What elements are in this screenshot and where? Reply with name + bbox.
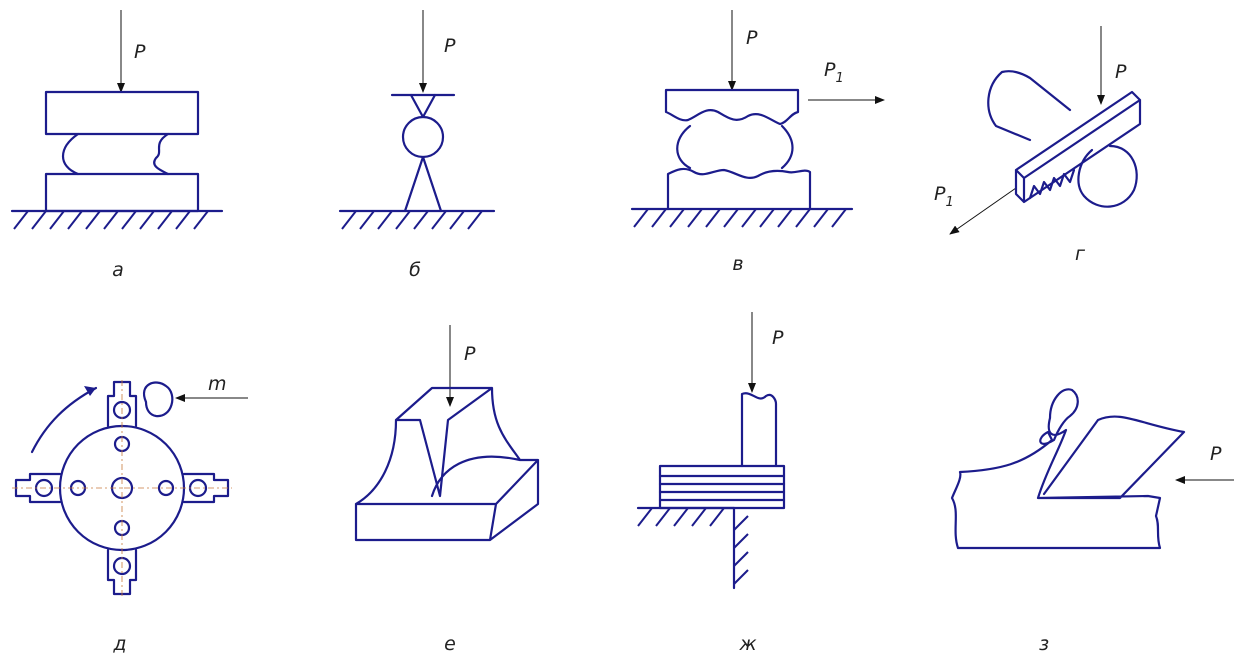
ground-hatch bbox=[633, 208, 847, 228]
rotation-arrowhead bbox=[84, 386, 96, 396]
lower-jaw bbox=[666, 167, 812, 211]
caption: б bbox=[409, 259, 421, 281]
ball-specimen bbox=[401, 115, 445, 159]
hole bbox=[157, 479, 175, 497]
caption: в bbox=[732, 253, 743, 275]
side-force-arrow bbox=[949, 187, 1017, 235]
caption: д bbox=[112, 633, 126, 655]
layered-stack bbox=[658, 464, 786, 510]
caption: з bbox=[1039, 633, 1049, 655]
panel-a: P а bbox=[10, 10, 224, 281]
panel-e: P е bbox=[354, 325, 540, 655]
force-label: P bbox=[772, 327, 784, 349]
bar-teeth bbox=[1028, 168, 1076, 200]
force-label: P bbox=[134, 41, 146, 63]
upper-knife bbox=[740, 392, 778, 468]
force-label: P bbox=[444, 35, 456, 57]
panel-d: m д bbox=[12, 373, 248, 655]
stack-layers bbox=[658, 474, 786, 502]
rotation-arc bbox=[30, 386, 98, 454]
right-holder bbox=[182, 472, 230, 504]
force-label: P bbox=[464, 343, 476, 365]
specimen bbox=[61, 132, 170, 176]
impact-specimen bbox=[143, 381, 174, 418]
side-force-label: P1 bbox=[934, 183, 954, 210]
upper-plate bbox=[44, 90, 200, 136]
panel-zh: P ж bbox=[636, 312, 786, 655]
caption: е bbox=[444, 633, 456, 655]
caption: а bbox=[112, 259, 124, 281]
caption: г bbox=[1075, 243, 1086, 265]
lower-plate bbox=[44, 172, 200, 213]
split-block bbox=[354, 386, 540, 542]
panel-b: P б bbox=[338, 10, 496, 281]
panel-z: P з bbox=[950, 388, 1234, 655]
panel-v: P P1 в bbox=[630, 10, 885, 275]
panel-g: P P1 г bbox=[934, 26, 1142, 265]
upper-cylinder bbox=[987, 70, 1072, 142]
lower-cylinder bbox=[1077, 144, 1138, 208]
ground-hatch bbox=[341, 210, 483, 230]
top-cone bbox=[409, 93, 437, 119]
load-label: m bbox=[208, 373, 227, 395]
force-label: P bbox=[1210, 443, 1222, 465]
support-hatch bbox=[637, 507, 749, 585]
shear-force-label: P1 bbox=[824, 59, 844, 86]
bottom-support bbox=[403, 155, 443, 213]
upper-jaw bbox=[664, 88, 800, 126]
force-label: P bbox=[1115, 61, 1127, 83]
ground-hatch bbox=[13, 210, 209, 230]
specimen bbox=[676, 124, 794, 170]
caption: ж bbox=[738, 633, 756, 655]
force-label: P bbox=[746, 27, 758, 49]
workpiece-and-chip bbox=[950, 388, 1186, 550]
